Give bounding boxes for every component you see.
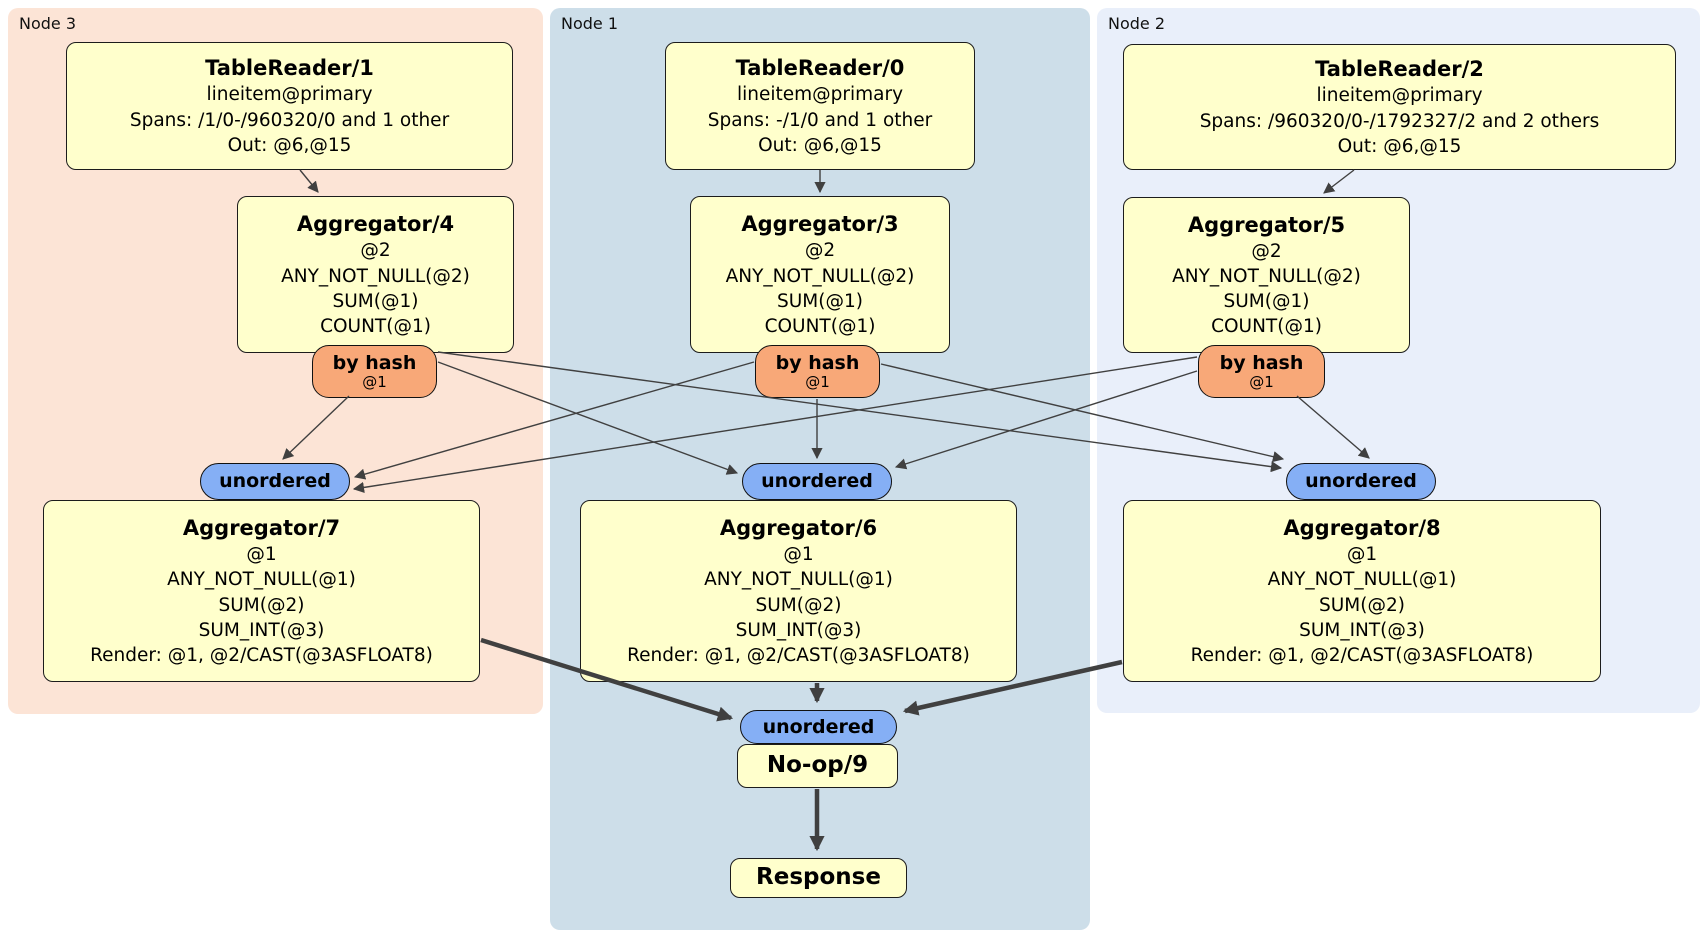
table-reader-0-out: Out: @6,@15 — [758, 134, 882, 156]
aggregator-6-group: @1 — [783, 544, 814, 566]
aggregator-7-fn1: ANY_NOT_NULL(@1) — [167, 569, 356, 591]
aggregator-5-fn1: ANY_NOT_NULL(@2) — [1172, 266, 1361, 288]
table-reader-2-out: Out: @6,@15 — [1337, 135, 1462, 157]
hash-router-node3-label: by hash — [332, 351, 417, 374]
table-reader-1-index: lineitem@primary — [206, 84, 373, 106]
aggregator-6-box: Aggregator/6 @1 ANY_NOT_NULL(@1) SUM(@2)… — [580, 500, 1017, 682]
table-reader-1-box: TableReader/1 lineitem@primary Spans: /1… — [66, 42, 513, 170]
aggregator-7-fn3: SUM_INT(@3) — [198, 619, 325, 641]
aggregator-6-fn2: SUM(@2) — [755, 594, 842, 616]
hash-router-node3-pill: by hash @1 — [312, 345, 437, 398]
unordered-sync-node3-label: unordered — [219, 470, 331, 493]
aggregator-5-box: Aggregator/5 @2 ANY_NOT_NULL(@2) SUM(@1)… — [1123, 197, 1410, 353]
hash-router-node2-detail: @1 — [1249, 372, 1274, 391]
aggregator-4-fn2: SUM(@1) — [332, 290, 419, 312]
table-reader-0-index: lineitem@primary — [736, 84, 904, 106]
aggregator-7-fn2: SUM(@2) — [218, 594, 305, 616]
node-1-label: Node 1 — [561, 14, 619, 33]
aggregator-8-group: @1 — [1346, 544, 1378, 566]
unordered-sync-node1-pill: unordered — [742, 463, 892, 500]
unordered-sync-node2-label: unordered — [1305, 470, 1417, 493]
hash-router-node1-detail: @1 — [805, 372, 830, 391]
unordered-sync-node2-pill: unordered — [1286, 463, 1436, 500]
hash-router-node2-label: by hash — [1219, 351, 1304, 374]
node-2-label: Node 2 — [1108, 14, 1166, 33]
unordered-sync-final-pill: unordered — [740, 710, 897, 744]
aggregator-4-box: Aggregator/4 @2 ANY_NOT_NULL(@2) SUM(@1)… — [237, 196, 514, 353]
aggregator-6-title: Aggregator/6 — [719, 515, 878, 540]
aggregator-6-render: Render: @1, @2/CAST(@3ASFLOAT8) — [627, 644, 970, 666]
aggregator-5-fn3: COUNT(@1) — [1211, 316, 1322, 338]
unordered-sync-node1-label: unordered — [761, 470, 873, 493]
aggregator-5-title: Aggregator/5 — [1187, 212, 1346, 237]
aggregator-3-fn3: COUNT(@1) — [764, 315, 876, 337]
aggregator-8-fn2: SUM(@2) — [1319, 594, 1405, 616]
aggregator-5-fn2: SUM(@1) — [1223, 291, 1310, 313]
unordered-sync-final-label: unordered — [762, 715, 875, 738]
table-reader-0-spans: Spans: -/1/0 and 1 other — [707, 109, 933, 131]
aggregator-7-box: Aggregator/7 @1 ANY_NOT_NULL(@1) SUM(@2)… — [43, 500, 480, 682]
aggregator-8-fn1: ANY_NOT_NULL(@1) — [1267, 569, 1457, 591]
aggregator-4-title: Aggregator/4 — [296, 212, 455, 237]
table-reader-2-index: lineitem@primary — [1316, 85, 1483, 107]
aggregator-3-fn2: SUM(@1) — [777, 290, 863, 312]
hash-router-node3-detail: @1 — [362, 372, 387, 391]
table-reader-2-box: TableReader/2 lineitem@primary Spans: /9… — [1123, 44, 1676, 170]
aggregator-3-box: Aggregator/3 @2 ANY_NOT_NULL(@2) SUM(@1)… — [690, 196, 950, 353]
table-reader-2-spans: Spans: /960320/0-/1792327/2 and 2 others — [1199, 110, 1600, 132]
aggregator-7-group: @1 — [246, 544, 277, 566]
table-reader-0-box: TableReader/0 lineitem@primary Spans: -/… — [665, 42, 975, 170]
aggregator-8-fn3: SUM_INT(@3) — [1299, 619, 1425, 641]
aggregator-7-title: Aggregator/7 — [182, 515, 341, 540]
table-reader-2-title: TableReader/2 — [1315, 57, 1484, 82]
aggregator-4-fn3: COUNT(@1) — [320, 315, 431, 337]
aggregator-6-fn3: SUM_INT(@3) — [735, 619, 862, 641]
aggregator-8-box: Aggregator/8 @1 ANY_NOT_NULL(@1) SUM(@2)… — [1123, 500, 1601, 682]
hash-router-node2-pill: by hash @1 — [1198, 345, 1325, 398]
table-reader-1-spans: Spans: /1/0-/960320/0 and 1 other — [129, 109, 450, 131]
noop-9-box: No-op/9 — [737, 744, 898, 788]
aggregator-4-group: @2 — [360, 240, 391, 262]
aggregator-5-group: @2 — [1251, 240, 1282, 262]
aggregator-3-group: @2 — [804, 240, 836, 262]
aggregator-8-render: Render: @1, @2/CAST(@3ASFLOAT8) — [1190, 644, 1534, 666]
aggregator-3-fn1: ANY_NOT_NULL(@2) — [725, 265, 915, 287]
hash-router-node1-label: by hash — [775, 351, 860, 374]
aggregator-4-fn1: ANY_NOT_NULL(@2) — [281, 265, 470, 287]
aggregator-6-fn1: ANY_NOT_NULL(@1) — [704, 569, 893, 591]
node-3-label: Node 3 — [19, 14, 77, 33]
table-reader-1-out: Out: @6,@15 — [227, 134, 352, 156]
hash-router-node1-pill: by hash @1 — [755, 345, 880, 398]
response-title: Response — [756, 864, 881, 891]
response-box: Response — [730, 858, 907, 898]
aggregator-7-render: Render: @1, @2/CAST(@3ASFLOAT8) — [90, 644, 433, 666]
table-reader-1-title: TableReader/1 — [205, 56, 374, 81]
aggregator-8-title: Aggregator/8 — [1283, 515, 1441, 540]
unordered-sync-node3-pill: unordered — [200, 463, 350, 500]
table-reader-0-title: TableReader/0 — [735, 56, 905, 81]
noop-9-title: No-op/9 — [766, 752, 869, 779]
aggregator-3-title: Aggregator/3 — [741, 212, 899, 237]
